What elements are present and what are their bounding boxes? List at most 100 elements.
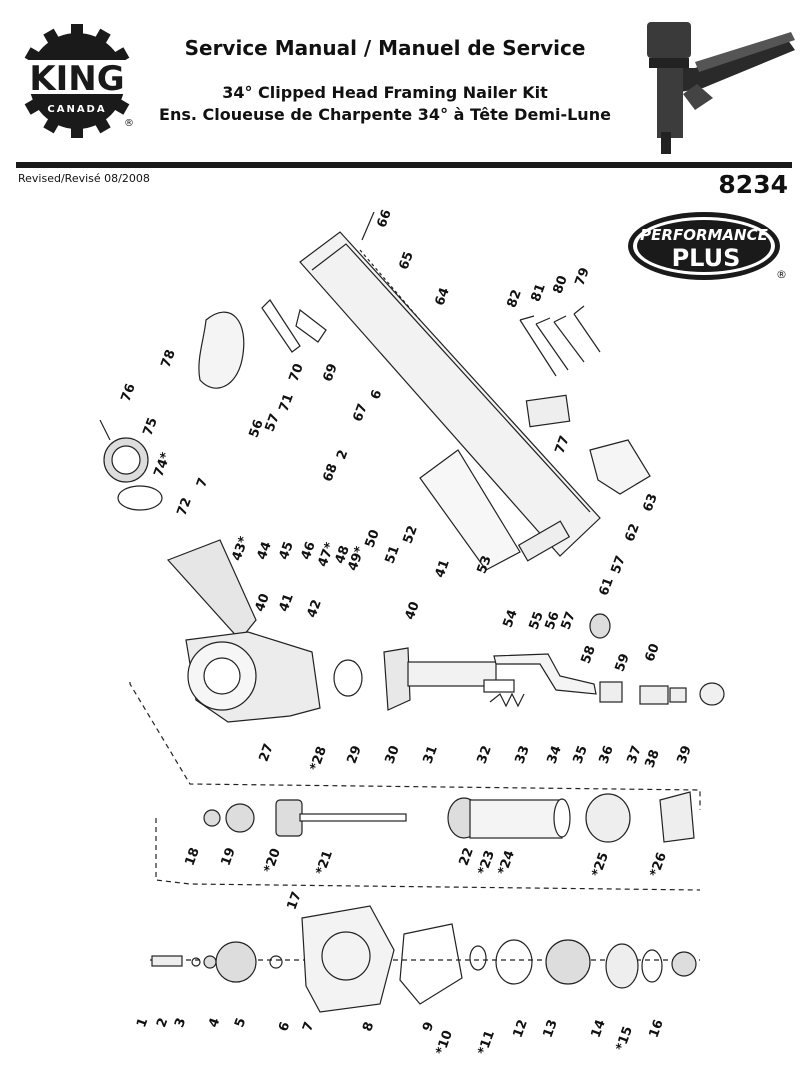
- part-number-label: 81: [529, 282, 549, 304]
- part-number-label: 1: [134, 1016, 151, 1030]
- part-number-label: 18: [183, 846, 203, 868]
- part-number-label: 46: [299, 540, 319, 562]
- part-number-label: *23: [475, 849, 498, 878]
- part-number-label: 2: [334, 448, 351, 462]
- part-number-label: 34: [545, 744, 565, 766]
- part-number-label: 55: [527, 610, 547, 632]
- part-number-label: 32: [475, 744, 495, 766]
- brand-sub: CANADA: [47, 104, 106, 115]
- part-number-label: 56: [247, 418, 267, 440]
- header-rule: [16, 162, 792, 168]
- part-number-label: *28: [307, 745, 330, 774]
- part-number-label: 58: [579, 644, 599, 666]
- part-number-label: 64: [433, 286, 453, 308]
- part-number-label: *24: [495, 849, 518, 878]
- part-number-label: 79: [573, 266, 593, 288]
- part-number-label: 4: [206, 1016, 223, 1030]
- part-number-label: 17: [285, 890, 305, 912]
- part-number-label: 57: [559, 610, 579, 632]
- part-number-label: 56: [543, 610, 563, 632]
- part-number-label: *20: [261, 847, 284, 876]
- part-number-label: 9: [420, 1020, 437, 1034]
- svg-text:PERFORMANCE: PERFORMANCE: [640, 226, 768, 244]
- part-number-label: 40: [253, 592, 273, 614]
- part-number-label: *21: [313, 849, 336, 878]
- part-number-label: 57: [609, 554, 629, 576]
- revision-date: Revised/Revisé 08/2008: [18, 172, 150, 185]
- part-number-label: 44: [255, 540, 275, 562]
- part-number-label: 68: [321, 462, 341, 484]
- part-number-label: 63: [641, 492, 661, 514]
- part-number-label: 72: [175, 496, 195, 518]
- part-number-label: 2: [154, 1016, 171, 1030]
- part-number-label: 75: [141, 416, 161, 438]
- part-number-label: 80: [551, 274, 571, 296]
- part-number-label: 22: [457, 846, 477, 868]
- part-number-label: 78: [159, 348, 179, 370]
- part-number-label: 59: [613, 652, 633, 674]
- king-logo: KING CANADA ®: [18, 24, 136, 138]
- part-number-label: 71: [277, 392, 297, 414]
- part-number-label: 6: [368, 388, 385, 402]
- performance-plus-badge: PERFORMANCE PLUS ®: [628, 212, 787, 281]
- part-number-label: *25: [589, 851, 612, 880]
- page-title: Service Manual / Manuel de Service: [184, 36, 586, 60]
- svg-text:®: ®: [124, 118, 134, 129]
- part-number-label: 38: [643, 748, 663, 770]
- part-number-label: 62: [623, 522, 643, 544]
- part-number-label: 14: [589, 1018, 609, 1040]
- part-number-label: 37: [625, 744, 645, 766]
- part-number-label: 57: [263, 412, 283, 434]
- part-number-label: 16: [647, 1018, 667, 1040]
- part-number-label: 8: [360, 1020, 377, 1034]
- part-number-label: 67: [351, 402, 371, 424]
- part-number-label: 50: [363, 528, 383, 550]
- part-number-label: 40: [403, 600, 423, 622]
- part-number-label: 33: [513, 744, 533, 766]
- part-number-label: 7: [300, 1020, 317, 1034]
- part-number-label: 77: [553, 434, 573, 456]
- part-number-label: 13: [541, 1018, 561, 1040]
- part-number-label: 60: [643, 642, 663, 664]
- part-number-label: 48: [333, 544, 353, 566]
- part-number-label: 6: [276, 1020, 293, 1034]
- part-number-label: 70: [287, 362, 307, 384]
- part-number-label: 12: [511, 1018, 531, 1040]
- part-number-label: 51: [383, 544, 403, 566]
- nailer-photo: [647, 22, 795, 154]
- svg-text:PLUS: PLUS: [672, 244, 741, 272]
- part-number-label: 66: [375, 208, 395, 230]
- part-number-label: 54: [501, 608, 521, 630]
- part-number-label: 41: [433, 558, 453, 580]
- part-number-label: 5: [232, 1016, 249, 1030]
- part-number-label: 45: [277, 540, 297, 562]
- part-number-label: 52: [401, 524, 421, 546]
- brand-name: KING: [29, 59, 124, 99]
- part-number-label: 43*: [229, 534, 252, 563]
- part-number-label: 7: [194, 476, 211, 490]
- part-number-label: 61: [597, 576, 617, 598]
- part-number-label: 31: [421, 744, 441, 766]
- part-number-label: 36: [597, 744, 617, 766]
- part-number-label: 29: [345, 744, 365, 766]
- part-number-label: *15: [613, 1025, 636, 1054]
- part-number-label: 82: [505, 288, 525, 310]
- part-number-label: 76: [119, 382, 139, 404]
- part-number-label: *11: [475, 1029, 498, 1058]
- part-number-label: 65: [397, 250, 417, 272]
- svg-text:®: ®: [776, 268, 787, 281]
- part-number-label: 35: [571, 744, 591, 766]
- part-number-label: 30: [383, 744, 403, 766]
- part-number-label: 19: [219, 846, 239, 868]
- part-number-label: 42: [305, 598, 325, 620]
- part-number-label: 39: [675, 744, 695, 766]
- model-number: 8234: [718, 170, 788, 199]
- part-number-label: 3: [172, 1016, 189, 1030]
- part-number-label: *10: [433, 1029, 456, 1058]
- part-number-label: 69: [321, 362, 341, 384]
- part-number-label: 27: [257, 742, 277, 764]
- part-number-label: 74*: [151, 450, 174, 479]
- part-number-label: 53: [475, 554, 495, 576]
- part-number-label: *26: [647, 851, 670, 880]
